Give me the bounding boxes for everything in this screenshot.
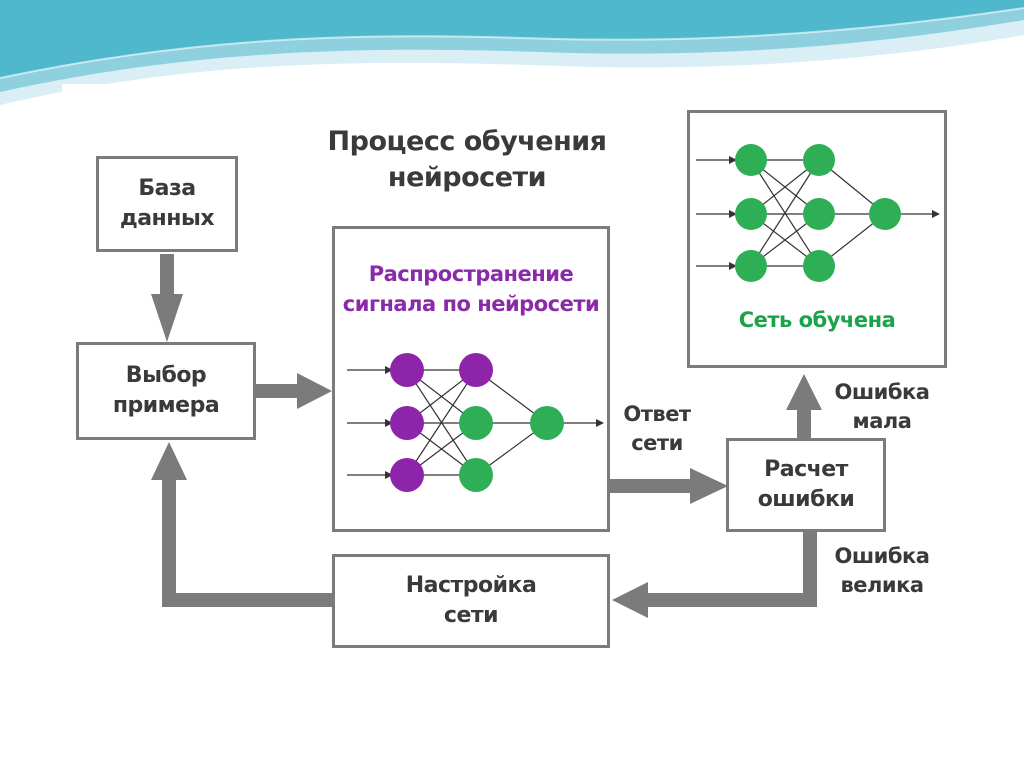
neuron bbox=[390, 353, 424, 387]
propagation-label: Распространение сигнала по нейросети bbox=[342, 262, 600, 316]
decorative-wave bbox=[0, 0, 1024, 105]
error-small-label: Ошибка мала bbox=[834, 380, 930, 433]
neuron bbox=[459, 406, 493, 440]
tuning-box: Настройка сети bbox=[332, 554, 610, 648]
sample-selection-box: Выбор примера bbox=[76, 342, 256, 440]
error-calc-label: Расчет ошибки bbox=[757, 457, 855, 512]
neuron bbox=[390, 458, 424, 492]
neuron bbox=[803, 144, 835, 176]
neuron bbox=[735, 198, 767, 230]
arrow-sample-to-propagation bbox=[255, 373, 332, 409]
tuning-label: Настройка сети bbox=[405, 573, 537, 628]
error-calc-box: Расчет ошибки bbox=[726, 438, 886, 532]
trained-box: Сеть обучена bbox=[687, 110, 947, 368]
neuron bbox=[390, 406, 424, 440]
network-answer-label: Ответ сети bbox=[623, 402, 691, 455]
neuron bbox=[735, 144, 767, 176]
arrow-error-to-tuning bbox=[612, 532, 817, 618]
error-large-label: Ошибка велика bbox=[834, 544, 930, 597]
database-label: База данных bbox=[119, 176, 215, 231]
trained-label: Сеть обучена bbox=[738, 308, 896, 332]
neuron bbox=[803, 250, 835, 282]
diagram-title: Процесс обучения нейросети bbox=[327, 126, 607, 193]
database-box: База данных bbox=[96, 156, 238, 252]
arrow-tuning-to-sample bbox=[151, 442, 334, 607]
sample-selection-label: Выбор примера bbox=[112, 363, 220, 418]
neuron bbox=[869, 198, 901, 230]
neuron bbox=[803, 198, 835, 230]
trained-network bbox=[696, 144, 940, 282]
neuron bbox=[459, 353, 493, 387]
arrow-error-to-trained bbox=[786, 374, 822, 438]
arrow-database-to-sample bbox=[151, 254, 183, 342]
slide-content: Процесс обучения нейросети База данных В… bbox=[62, 84, 962, 684]
propagation-network bbox=[347, 353, 604, 492]
propagation-box: Распространение сигнала по нейросети bbox=[332, 226, 610, 532]
neuron bbox=[735, 250, 767, 282]
flow-arrows bbox=[151, 144, 940, 618]
neuron bbox=[530, 406, 564, 440]
neuron bbox=[459, 458, 493, 492]
arrow-propagation-to-error bbox=[610, 468, 728, 504]
